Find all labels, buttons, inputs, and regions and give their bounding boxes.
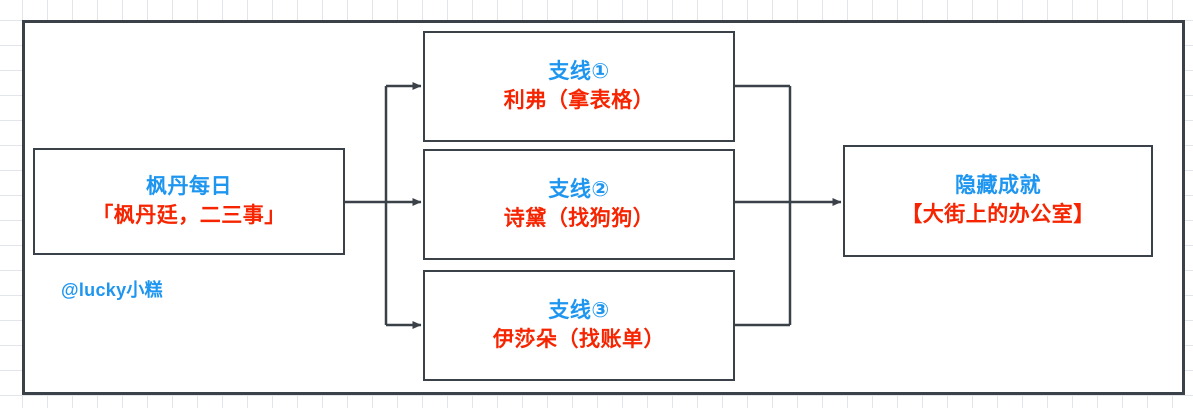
node-goal-detail: 【大街上的办公室】 <box>901 203 1095 226</box>
author-watermark: @lucky小糕 <box>61 280 163 300</box>
node-branch-2-heading: 支线② <box>548 177 610 201</box>
node-branch-1-heading: 支线① <box>548 59 610 83</box>
node-hidden-achievement[interactable]: 隐藏成就 【大街上的办公室】 <box>843 145 1153 257</box>
node-branch-2[interactable]: 支线② 诗黛（找狗狗） <box>423 149 735 260</box>
node-branch-3-detail: 伊莎朵（找账单） <box>493 327 665 351</box>
node-branch-3-heading: 支线③ <box>548 298 610 322</box>
node-branch-2-detail: 诗黛（找狗狗） <box>503 206 655 230</box>
node-branch-1-detail: 利弗（拿表格） <box>503 88 655 112</box>
node-branch-1[interactable]: 支线① 利弗（拿表格） <box>423 31 735 142</box>
node-goal-heading: 隐藏成就 <box>955 174 1041 198</box>
diagram-canvas: 枫丹每日 「枫丹廷，二三事」 支线① 利弗（拿表格） 支线② 诗黛（找狗狗） 支… <box>22 20 1185 395</box>
node-branch-3[interactable]: 支线③ 伊莎朵（找账单） <box>423 270 735 381</box>
node-source-heading: 枫丹每日 <box>146 174 232 198</box>
node-source-quest[interactable]: 枫丹每日 「枫丹廷，二三事」 <box>33 148 345 255</box>
node-source-detail: 「枫丹廷，二三事」 <box>92 203 286 227</box>
